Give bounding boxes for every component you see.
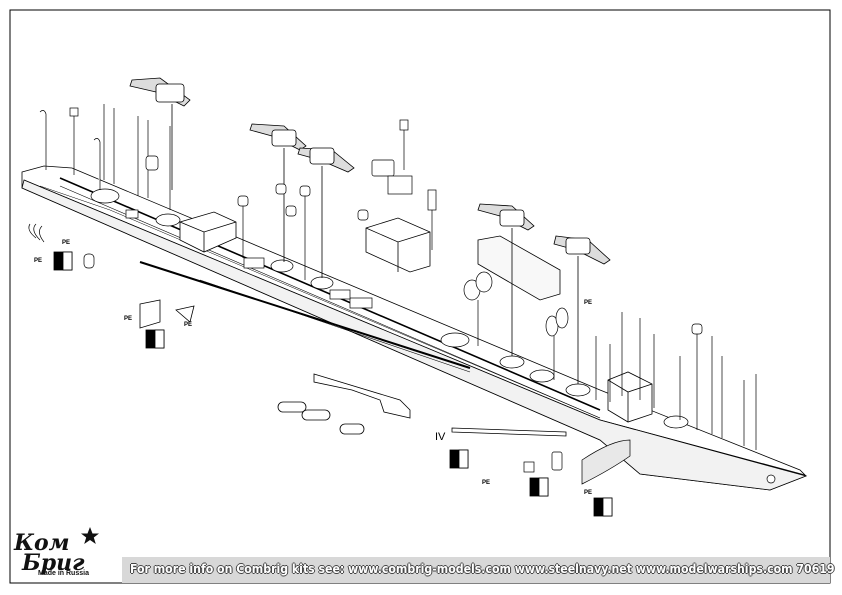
footer-info-text: For more info on Combrig kits see: www.c… (130, 562, 835, 576)
superstructure (179, 211, 653, 423)
pe-label: PE (584, 300, 592, 306)
pe-label: PE (34, 258, 42, 264)
logo-made-in: Made in Russia (38, 570, 89, 577)
detached-parts (28, 104, 757, 485)
deck-fittings (90, 188, 776, 484)
pe-label: PE (62, 240, 70, 246)
pe-label: PE (584, 490, 592, 496)
strips (139, 299, 567, 437)
logo-line-2: Бриг (22, 550, 85, 576)
footer-band (122, 557, 830, 583)
pe-label: PE (184, 322, 192, 328)
star-icon (81, 527, 99, 544)
gun-turrets (129, 77, 611, 384)
logo-line-1: Ком (14, 530, 70, 556)
pe-label: PE (124, 316, 132, 322)
step-numeral: IV (435, 431, 446, 443)
direction-boxes (53, 251, 613, 517)
pe-labels: PE PE PE PE PE PE PE (34, 240, 592, 496)
pe-label: PE (482, 480, 490, 486)
sheet-border (9, 9, 831, 584)
